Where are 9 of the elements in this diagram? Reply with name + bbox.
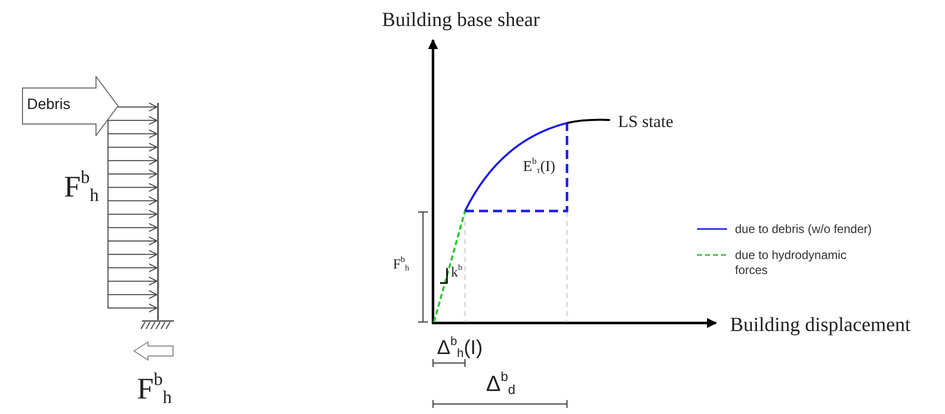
axis-title: Building base shear: [382, 10, 540, 30]
debris-arrow: Debris: [22, 76, 119, 136]
stiffness-label: k$^{b}$: [451, 264, 462, 280]
state-label: LS state: [618, 113, 674, 130]
legend-text: due to hydrodynamic forces: [735, 248, 848, 278]
displacement-label: Δ$^{b}$$_{h}$(I): [437, 335, 483, 359]
energy-label: E$^{b}$$_{τ}$(I): [523, 157, 556, 175]
axis-title: Building displacement: [730, 315, 911, 335]
legend-text: due to debris (w/o fender): [735, 222, 873, 237]
